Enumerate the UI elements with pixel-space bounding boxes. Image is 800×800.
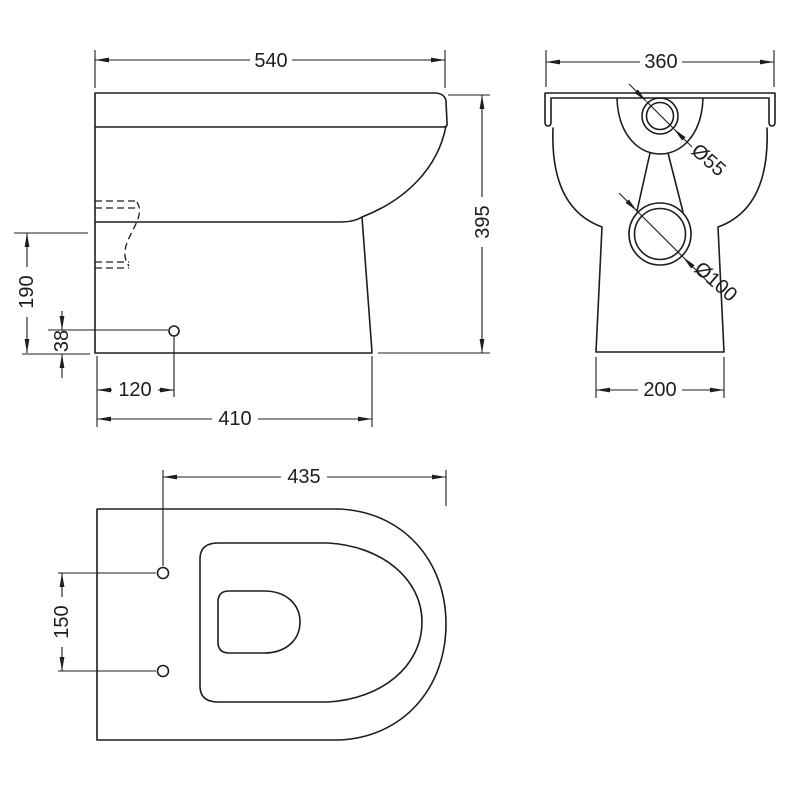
side-view: 540 395 190 38 120	[14, 50, 494, 430]
dim-540-label: 540	[254, 50, 287, 72]
seat-outer-outline	[96, 508, 447, 741]
dim-d100-label: Ø100	[690, 258, 741, 307]
dim-150: 150	[51, 573, 73, 671]
drawing-ink-layer: 540 395 190 38 120	[14, 50, 776, 741]
plan-view: 435 150	[51, 466, 447, 741]
toilet-side-profile-outline	[94, 92, 448, 354]
plan-fixing-hole-top	[156, 566, 170, 580]
dim-d55-label: Ø55	[687, 140, 730, 181]
soil-pipe-hidden-outline	[95, 200, 140, 269]
dim-38: 38	[51, 311, 73, 378]
side-fixing-hole	[168, 325, 180, 337]
dim-150-label: 150	[51, 605, 73, 638]
dim-d55-through-line	[646, 101, 674, 129]
plan-extension-lines	[58, 470, 447, 672]
dim-435-label: 435	[287, 466, 320, 488]
dim-120-label: 120	[118, 379, 151, 401]
dim-190-label: 190	[16, 275, 38, 308]
dim-360-label: 360	[644, 51, 677, 73]
rear-view: 360 Ø55 Ø100 200	[544, 50, 776, 401]
seat-inner-ring	[199, 542, 423, 703]
outlet-outer-circle	[628, 202, 692, 266]
inlet-inner-circle	[645, 101, 675, 131]
rear-extension-lines	[545, 50, 775, 398]
dim-395: 395	[472, 95, 494, 353]
dim-d55-arrow-upper	[628, 83, 647, 102]
dim-120: 120	[97, 379, 174, 401]
outlet-inner-circle	[633, 207, 687, 261]
dim-d100-arrow-upper	[618, 192, 638, 212]
dim-540: 540	[95, 50, 445, 72]
inlet-outer-circle	[641, 97, 679, 135]
dim-410: 410	[97, 408, 372, 430]
dim-410-label: 410	[218, 408, 251, 430]
dim-d100-through-line	[636, 210, 684, 258]
dim-395-label: 395	[472, 205, 494, 238]
dim-200-label: 200	[643, 379, 676, 401]
dim-200: 200	[596, 379, 724, 401]
dim-435: 435	[163, 466, 446, 488]
side-extension-lines	[14, 50, 490, 427]
bowl-opening-outline	[217, 590, 301, 654]
dim-360: 360	[546, 51, 774, 73]
dim-38-label: 38	[51, 330, 73, 352]
dim-d55-arrow-lower	[673, 128, 693, 148]
toilet-rear-outline	[544, 92, 776, 353]
dim-190: 190	[16, 233, 38, 353]
dim-d100-arrow-lower	[682, 256, 712, 286]
plan-fixing-hole-bottom	[156, 664, 170, 678]
